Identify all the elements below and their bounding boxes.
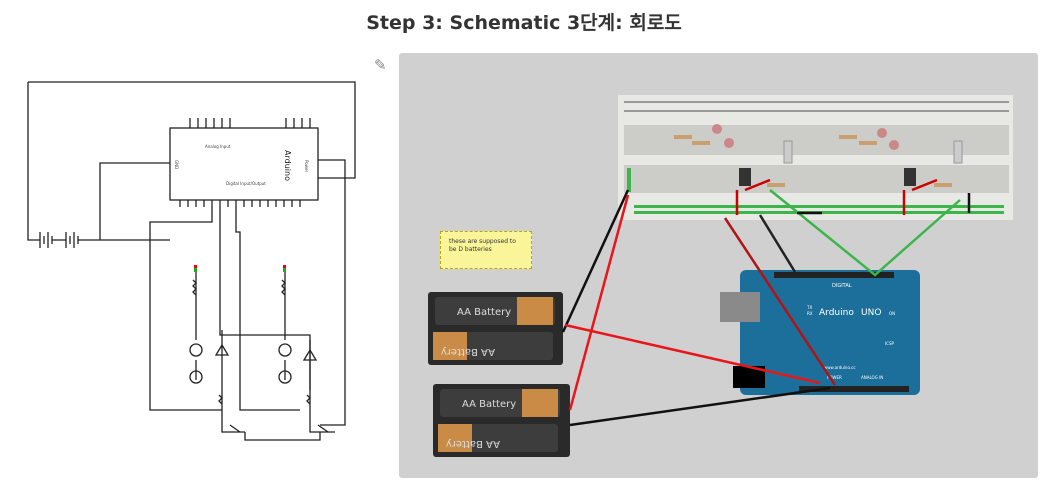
schematic-digital-label: Digital Input/Output <box>226 181 266 186</box>
on-label: ON <box>889 311 895 316</box>
schematic-diagram: Arduino Analog Input Digital Input/Outpu… <box>27 81 356 441</box>
wire-red <box>564 323 821 385</box>
tx-label: TX <box>806 305 812 310</box>
wire-red <box>723 217 837 386</box>
wire-black <box>561 189 630 333</box>
wire-green <box>769 189 961 277</box>
page-title: Step 3: Schematic 3단계: 회로도 <box>366 12 682 34</box>
usb-port <box>720 292 760 322</box>
digital-label: DIGITAL <box>832 283 852 289</box>
schematic-analog-label: Analog Input <box>205 144 231 149</box>
icsp-label: ICSP <box>885 341 895 346</box>
wire-circuit1 <box>149 207 223 411</box>
breadboard <box>618 95 1013 220</box>
arduino-url: www.arduino.cc <box>824 365 856 370</box>
pushbutton-1 <box>739 168 751 186</box>
power-label: POWER <box>827 375 842 380</box>
wire-left <box>27 82 40 241</box>
wire-circuit2 <box>219 207 311 410</box>
schematic-gnd-label: GND <box>174 160 179 169</box>
battery-label: AA Battery <box>441 346 495 357</box>
wire-power <box>318 159 346 426</box>
wire-black <box>569 386 831 427</box>
pushbutton-2 <box>904 168 916 186</box>
breadboard-diagram: Arduino UNO DIGITAL www.arduino.cc POWER… <box>428 95 1013 457</box>
schematic-power-label: Power <box>304 160 309 172</box>
schematic-board-label: Arduino <box>283 150 292 181</box>
arduino-box <box>169 127 319 201</box>
battery-label: AA Battery <box>462 399 516 410</box>
note-sticky: these are supposed to be D batteries <box>440 231 532 269</box>
wire-top-loop <box>28 81 356 179</box>
arduino-model: UNO <box>861 308 881 318</box>
battery-holder-1: AA Battery AA Battery <box>428 292 563 365</box>
pencil-icon[interactable]: ✎ <box>374 56 387 74</box>
arduino-board <box>740 270 920 395</box>
wire-red <box>568 194 630 411</box>
battery-holder-2: AA Battery AA Battery <box>433 384 570 457</box>
analog-label: ANALOG IN <box>861 375 883 380</box>
schematic-image: Arduino Analog Input Digital Input/Outpu… <box>18 70 368 455</box>
wire-gnd <box>52 162 170 241</box>
rx-label: RX <box>807 311 813 316</box>
power-jack <box>733 366 765 388</box>
arduino-name: Arduino <box>819 308 854 318</box>
wire-black <box>758 214 797 273</box>
battery-label: AA Battery <box>446 438 500 449</box>
breadboard-view-image: Arduino UNO DIGITAL www.arduino.cc POWER… <box>399 53 1038 478</box>
battery-label: AA Battery <box>457 307 511 318</box>
